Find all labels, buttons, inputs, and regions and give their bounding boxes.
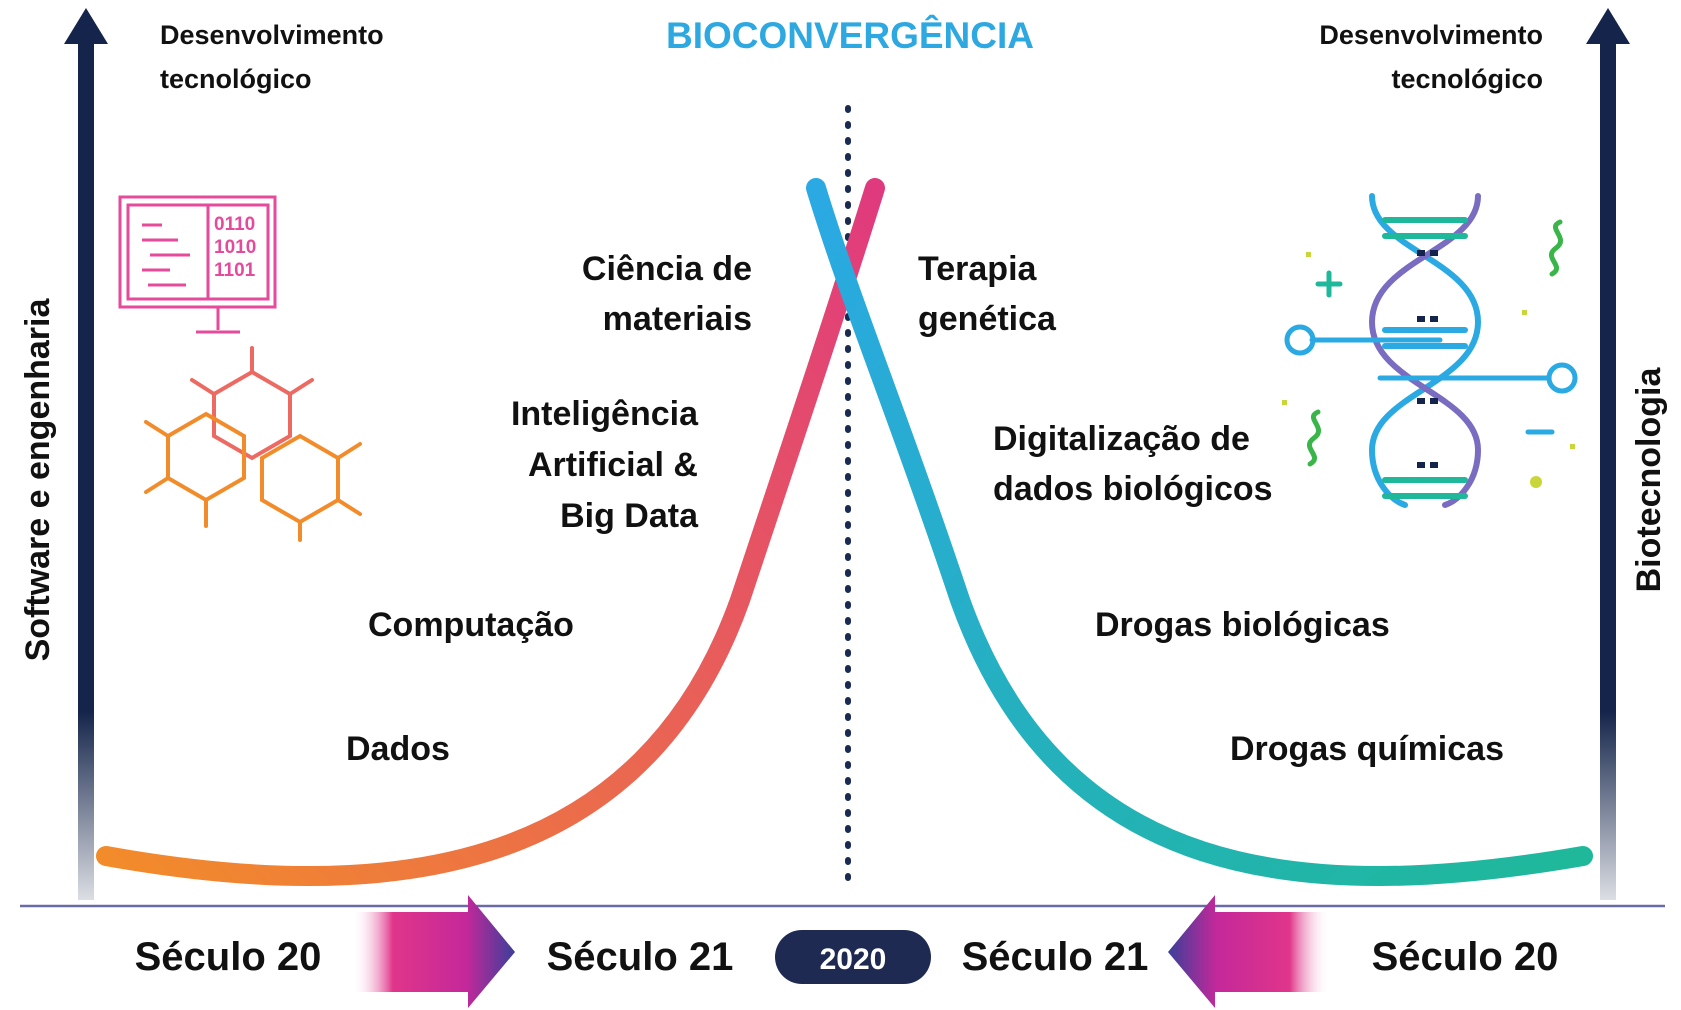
left-axis xyxy=(64,8,108,900)
milestone-biologicas: Drogas biológicas xyxy=(1095,606,1390,644)
binary-row-2-glyph: 1010 xyxy=(214,237,256,258)
milestone-ia-line1: Inteligência xyxy=(511,395,699,433)
year-pill-label: 2020 xyxy=(820,943,887,976)
left-axis-arrowhead xyxy=(64,8,108,44)
right-axis xyxy=(1586,8,1630,900)
milestone-digitalizacao-line2: dados biológicos xyxy=(993,470,1273,508)
left-axis-label: Software e engenharia xyxy=(19,298,57,662)
dna-helix-icon xyxy=(1282,193,1578,508)
right-top-label-line2: tecnológico xyxy=(1391,64,1543,94)
timeline-left-outer: Século 20 xyxy=(135,935,322,979)
timeline-right-inner: Século 21 xyxy=(962,935,1149,979)
computer-molecule-icon: 0110 1010 1101 xyxy=(118,195,362,542)
milestone-ia-line3: Big Data xyxy=(560,497,699,535)
milestone-terapia-line2: genética xyxy=(918,300,1057,338)
biotech-curve xyxy=(806,178,1593,887)
left-top-label-line1: Desenvolvimento xyxy=(160,20,384,50)
timeline-right-outer: Século 20 xyxy=(1372,935,1559,979)
binary-row-1-glyph: 0110 xyxy=(214,214,255,235)
milestone-ia-line2: Artificial & xyxy=(528,446,698,484)
milestone-computacao: Computação xyxy=(368,606,574,644)
right-axis-shaft xyxy=(1600,42,1616,900)
right-century-arrow xyxy=(1168,895,1330,1008)
right-top-label-line1: Desenvolvimento xyxy=(1319,20,1543,50)
right-axis-label: Biotecnologia xyxy=(1630,367,1668,593)
left-axis-shaft xyxy=(78,42,94,900)
year-pill xyxy=(775,930,931,984)
milestone-materiais-line2: materiais xyxy=(603,300,752,338)
milestone-materiais-line1: Ciência de xyxy=(582,250,752,288)
binary-row-3-glyph: 1101 xyxy=(214,260,256,281)
software-curve xyxy=(96,178,885,887)
left-top-label-line2: tecnológico xyxy=(160,64,312,94)
right-axis-arrowhead xyxy=(1586,8,1630,44)
milestone-digitalizacao-line1: Digitalização de xyxy=(993,420,1250,458)
milestone-quimicas: Drogas químicas xyxy=(1230,730,1504,768)
milestone-dados: Dados xyxy=(346,730,450,768)
timeline-left-inner: Século 21 xyxy=(547,935,734,979)
diagram-title: BIOCONVERGÊNCIA xyxy=(666,14,1034,56)
left-century-arrow xyxy=(352,895,515,1008)
milestone-terapia-line1: Terapia xyxy=(918,250,1038,288)
